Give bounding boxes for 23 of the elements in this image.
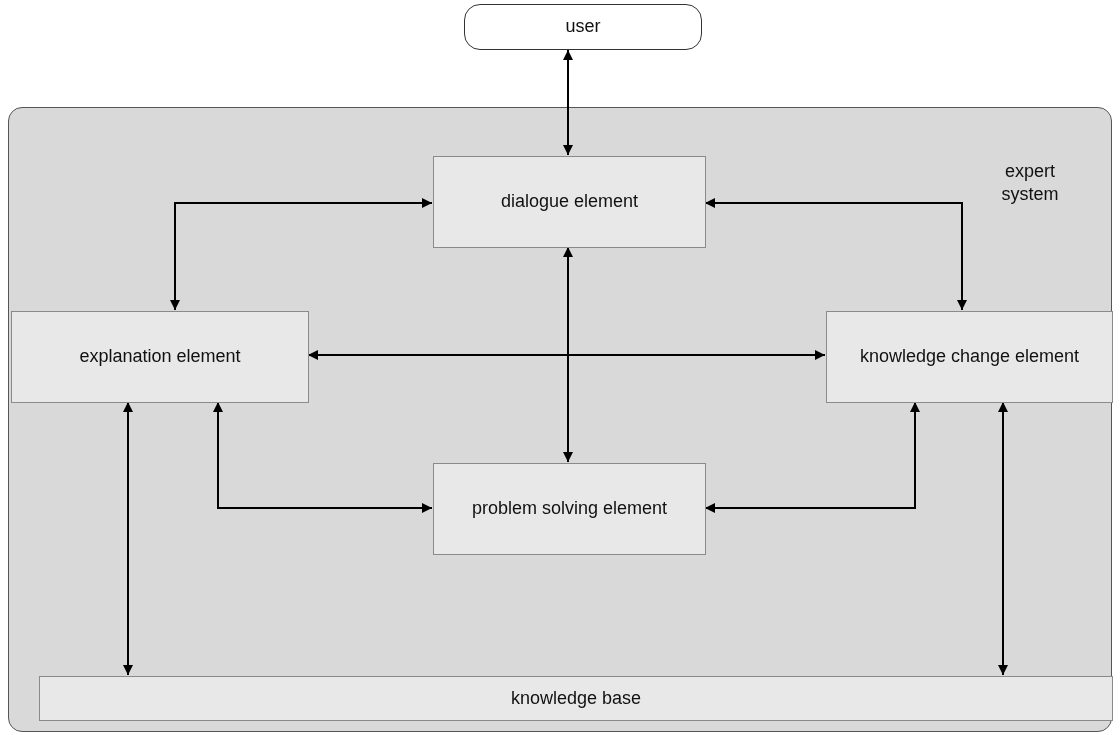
box-label: explanation element [79, 345, 241, 369]
connector-arrow [123, 401, 133, 676]
process-box [826, 311, 1113, 403]
connector-arrow [563, 49, 573, 156]
connector-arrow [704, 198, 967, 311]
connector-arrow [170, 198, 433, 311]
process-box [433, 156, 706, 248]
group-heading: expert system [1000, 160, 1060, 207]
box-label: user [565, 15, 601, 39]
system-boundary [8, 107, 1112, 732]
box-label: knowledge change element [859, 345, 1080, 369]
process-box [11, 311, 309, 403]
box-label: knowledge base [510, 686, 642, 710]
terminal-box [464, 4, 702, 50]
connector-arrow [213, 401, 433, 513]
connector-arrow [998, 401, 1008, 676]
process-box [39, 676, 1113, 721]
box-label: dialogue element [500, 190, 639, 214]
process-box [433, 463, 706, 555]
connector-arrow [563, 246, 573, 463]
connector-arrow [307, 350, 826, 360]
box-label: problem solving element [471, 497, 668, 521]
connector-arrow [704, 401, 920, 513]
